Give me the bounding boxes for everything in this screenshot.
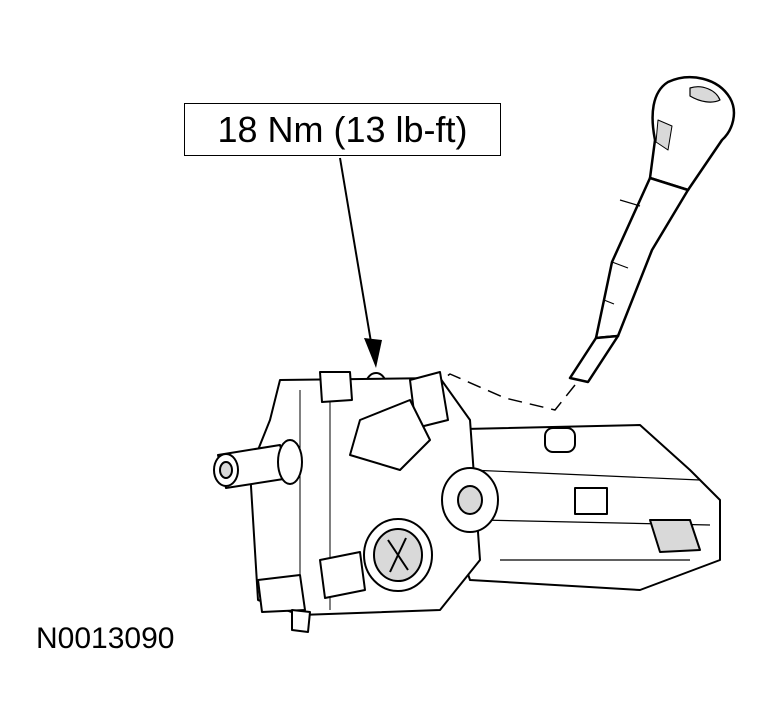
figure-id-label: N0013090 bbox=[36, 622, 175, 655]
shift-lever-icon bbox=[429, 76, 736, 411]
torque-callout-label: 18 Nm (13 lb-ft) bbox=[217, 108, 468, 150]
steering-column-icon bbox=[213, 371, 721, 633]
torque-callout-box: 18 Nm (13 lb-ft) bbox=[184, 103, 501, 156]
callout-arrow bbox=[339, 157, 382, 368]
